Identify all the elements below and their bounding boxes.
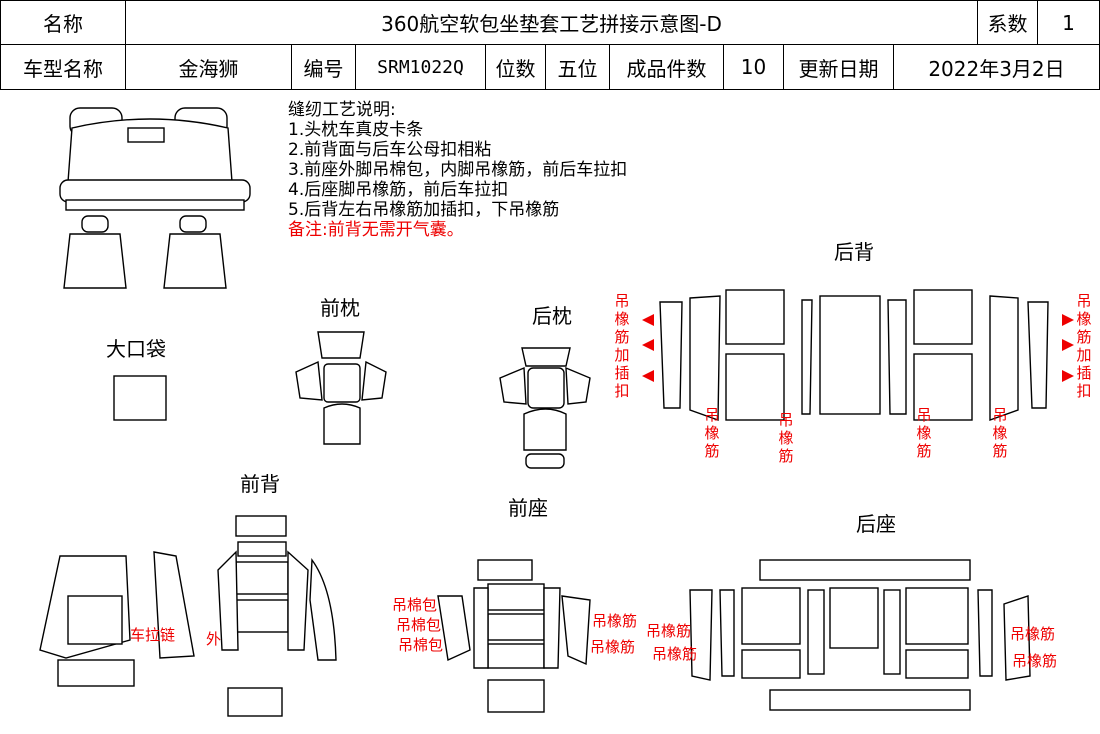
pieces-label: 成品件数 xyxy=(610,45,724,90)
note-item: 1.头枕车真皮卡条 xyxy=(288,120,424,140)
note-item: 2.前背面与后车公母扣相粘 xyxy=(288,140,492,160)
header-table: 名称 360航空软包坐垫套工艺拼接示意图-D 系数 1 车型名称 金海狮 编号 … xyxy=(0,0,1100,90)
front-seat-elastic-note: 吊橡筋 xyxy=(590,638,636,656)
seats-label: 位数 xyxy=(486,45,546,90)
rear-back-elastic-note: 吊橡筋 xyxy=(704,406,720,460)
note-item: 5.后背左右吊橡筋加插扣，下吊橡筋 xyxy=(288,200,560,220)
front-headrest-pieces xyxy=(295,331,387,445)
rear-headrest-pieces xyxy=(499,347,591,469)
rear-headrest-label: 后枕 xyxy=(532,304,572,328)
name-label: 名称 xyxy=(0,0,126,45)
rear-seat-elastic-note: 吊橡筋 xyxy=(652,645,698,663)
notes-remark: 备注:前背无需开气囊。 xyxy=(288,220,464,240)
rear-back-pieces xyxy=(642,289,1074,421)
rear-seat-label: 后座 xyxy=(856,512,896,536)
date-label: 更新日期 xyxy=(784,45,894,90)
rear-seat-pieces xyxy=(689,559,1031,711)
notes-title: 缝纫工艺说明: xyxy=(288,100,396,120)
front-back-pieces xyxy=(39,515,337,717)
seats-value: 五位 xyxy=(546,45,610,90)
pieces-value: 10 xyxy=(724,45,784,90)
rear-seat-elastic-note: 吊橡筋 xyxy=(1010,625,1056,643)
front-seat-elastic-note: 吊橡筋 xyxy=(592,612,638,630)
model-value: 金海狮 xyxy=(126,45,292,90)
outer-note: 外 xyxy=(206,630,222,648)
coef-label: 系数 xyxy=(978,0,1038,45)
seat-overview-drawing xyxy=(59,107,251,289)
front-seat-label: 前座 xyxy=(508,496,548,520)
note-item: 3.前座外脚吊棉包，内脚吊橡筋，前后车拉扣 xyxy=(288,160,628,180)
big-pocket-label: 大口袋 xyxy=(106,337,166,361)
date-value: 2022年3月2日 xyxy=(894,45,1100,90)
front-seat-pieces xyxy=(437,559,591,713)
code-label: 编号 xyxy=(292,45,356,90)
big-pocket-piece xyxy=(113,375,167,421)
rear-back-elastic-note: 吊橡筋 xyxy=(916,406,932,460)
note-item: 4.后座脚吊橡筋，前后车拉扣 xyxy=(288,180,509,200)
front-headrest-label: 前枕 xyxy=(320,296,360,320)
cotton-pad-note: 吊棉包 xyxy=(398,636,444,654)
sewing-notes: 缝纫工艺说明: 1.头枕车真皮卡条 2.前背面与后车公母扣相粘 3.前座外脚吊棉… xyxy=(288,100,627,240)
cotton-pad-note: 吊棉包 xyxy=(392,596,438,614)
front-back-label: 前背 xyxy=(240,472,280,496)
zipper-note: 车拉链 xyxy=(130,626,176,644)
diagram-title: 360航空软包坐垫套工艺拼接示意图-D xyxy=(126,0,978,45)
cotton-pad-note: 吊棉包 xyxy=(396,616,442,634)
model-label: 车型名称 xyxy=(0,45,126,90)
rear-seat-elastic-note: 吊橡筋 xyxy=(1012,652,1058,670)
rear-back-right-clip-note: 吊橡筋加插扣 xyxy=(1076,292,1092,400)
rear-back-left-clip-note: 吊橡筋加插扣 xyxy=(614,292,630,400)
rear-back-elastic-note: 吊橡筋 xyxy=(778,411,794,465)
rear-back-elastic-note: 吊橡筋 xyxy=(992,406,1008,460)
code-value: SRM1022Q xyxy=(356,45,486,90)
rear-back-label: 后背 xyxy=(834,240,874,264)
rear-seat-elastic-note: 吊橡筋 xyxy=(646,622,692,640)
